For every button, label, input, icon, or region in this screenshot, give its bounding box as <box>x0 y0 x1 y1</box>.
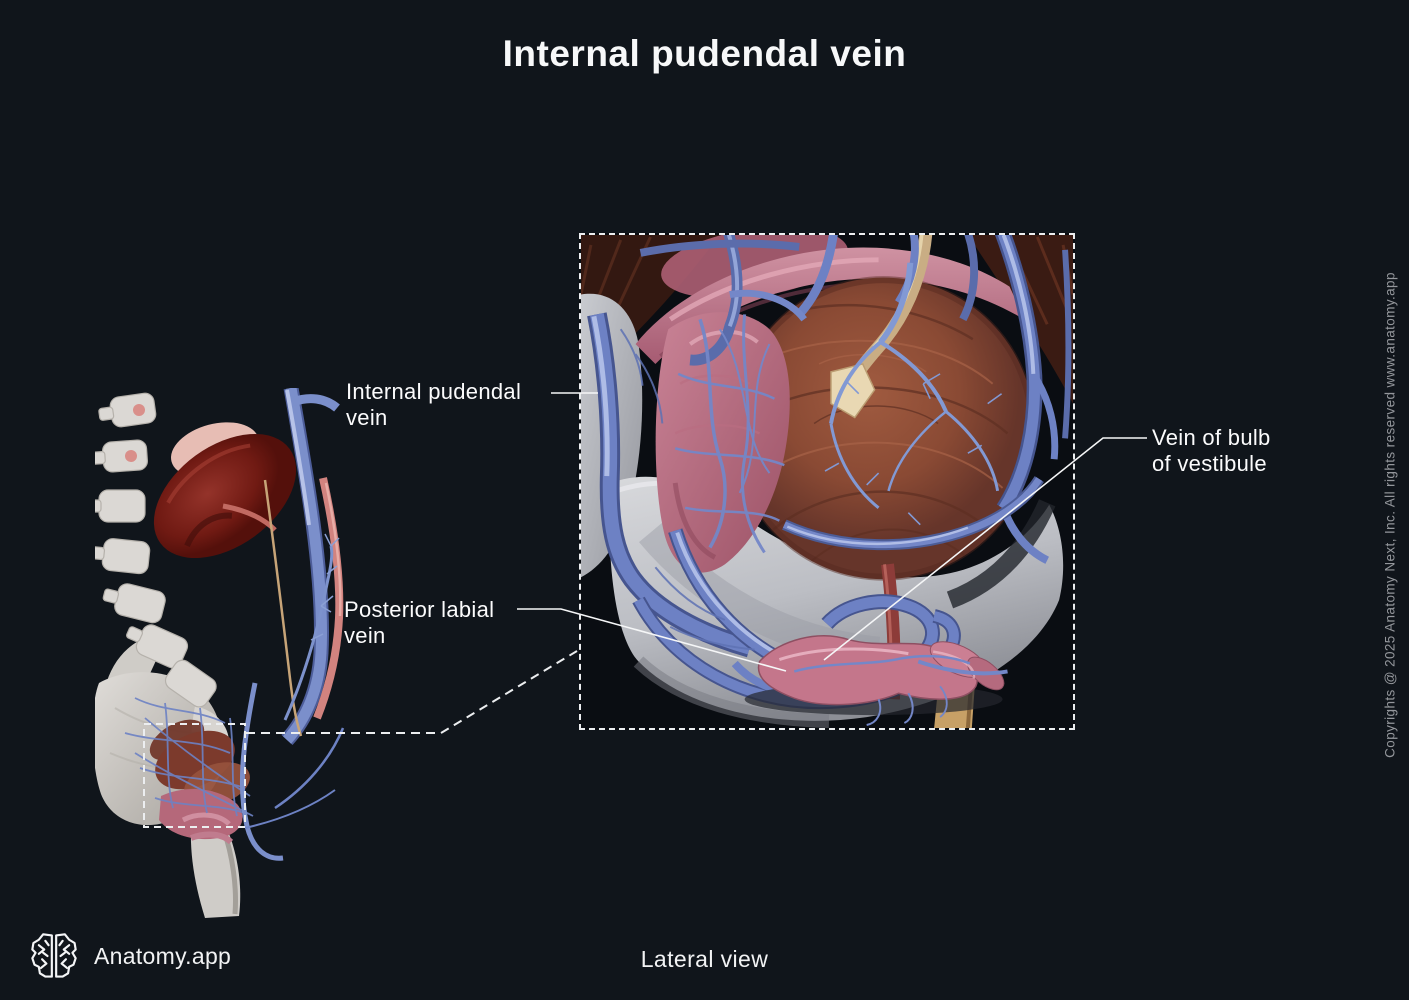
overview-illustration <box>86 386 345 918</box>
label-posterior-labial-vein: Posterior labial vein <box>344 597 495 648</box>
page-title: Internal pudendal vein <box>502 33 907 74</box>
detail-view <box>579 233 1075 730</box>
copyright-text: Copyrights @ 2025 Anatomy Next, Inc. All… <box>1382 272 1398 758</box>
label-vein-of-bulb-of-vestibule: Vein of bulb of vestibule <box>1152 425 1271 476</box>
label-internal-pudendal-vein: Internal pudendal vein <box>346 379 522 430</box>
brain-logo-icon <box>31 933 77 978</box>
overview-figure <box>86 386 345 918</box>
detail-illustration <box>581 235 1073 728</box>
view-caption: Lateral view <box>640 946 769 972</box>
brand-logo: Anatomy.app <box>28 930 231 982</box>
brand-name: Anatomy.app <box>94 942 232 969</box>
